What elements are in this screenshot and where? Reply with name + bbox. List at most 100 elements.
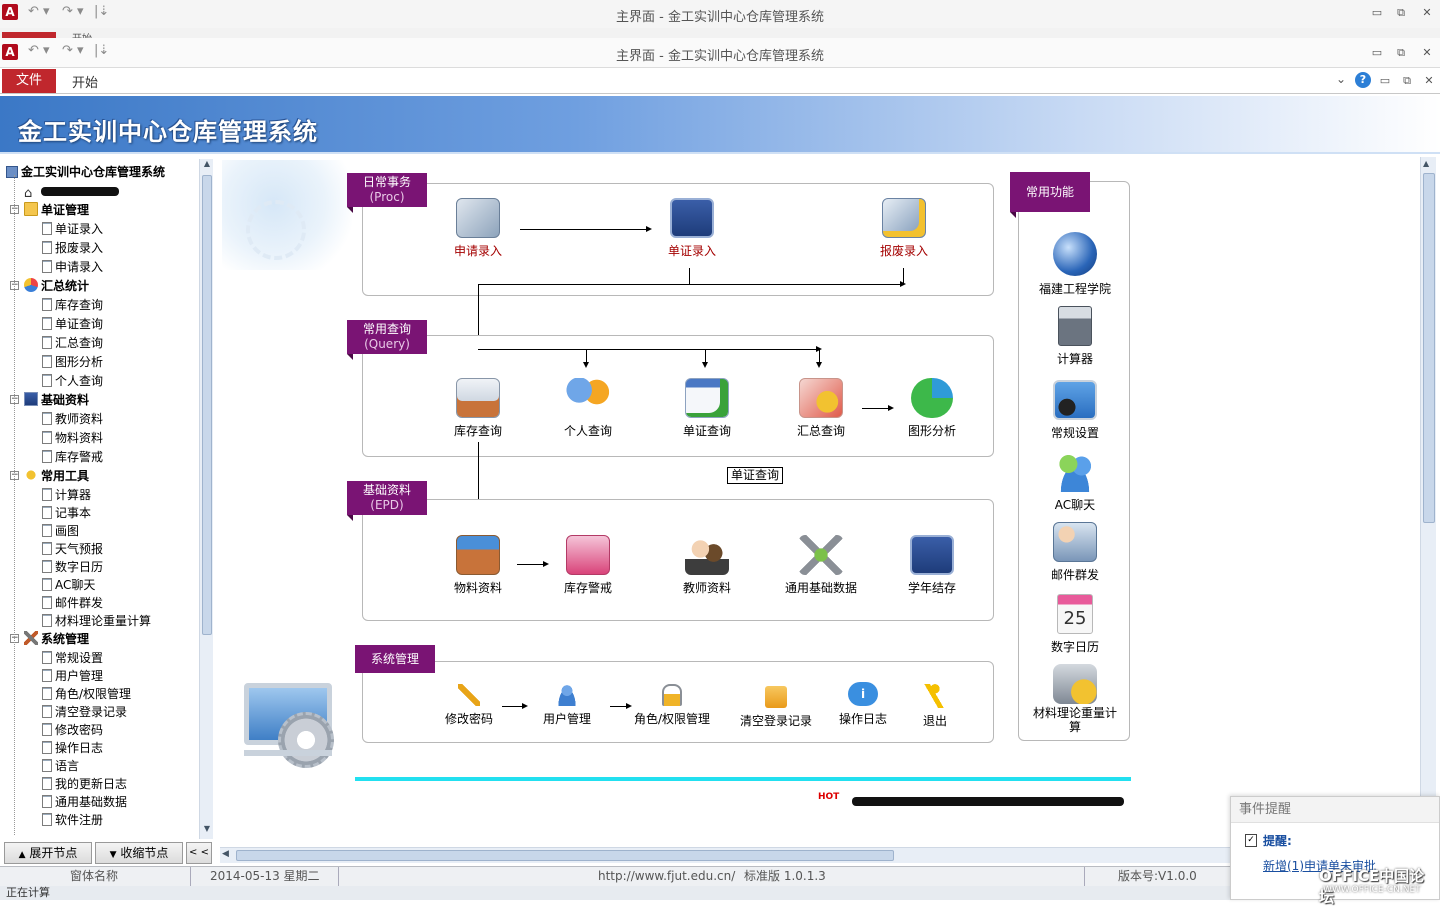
private-folder-icon — [566, 535, 610, 575]
main-horizontal-scrollbar[interactable]: ◀ — [220, 847, 1230, 863]
nav-item[interactable]: 通用基础数据 — [42, 793, 127, 811]
tile-fjut-website[interactable]: 福建工程学院 — [1020, 232, 1130, 297]
nav-item[interactable]: 计算器 — [42, 486, 91, 504]
hide-nav-button[interactable]: < < — [186, 842, 212, 864]
tile-label: 个人查询 — [563, 424, 612, 438]
nav-item[interactable]: 申请录入 — [42, 258, 103, 276]
ribbon-collapse-icon[interactable]: ⌄ — [1336, 72, 1347, 86]
nav-group-0[interactable]: 单证管理 — [24, 201, 89, 219]
tile-role-permission[interactable]: 角色/权限管理 — [630, 684, 714, 727]
nav-scroll-thumb[interactable] — [202, 175, 212, 635]
nav-group-4[interactable]: 系统管理 — [24, 630, 89, 648]
tile-year-end[interactable]: 学年结存 — [894, 535, 970, 596]
collapse-nodes-button[interactable]: ▼ 收缩节点 — [95, 842, 183, 864]
document-icon — [42, 741, 52, 754]
tile-label: 用户管理 — [542, 712, 591, 726]
nav-item[interactable]: 单证查询 — [42, 315, 103, 333]
nav-item[interactable]: 软件注册 — [42, 811, 103, 829]
teachers-icon — [685, 535, 729, 575]
tile-label: 学年结存 — [907, 581, 956, 595]
customize-qat-button[interactable]: |⇣ — [94, 43, 110, 58]
tile-clear-login[interactable]: 清空登录记录 — [734, 686, 818, 729]
tile-mass-mail[interactable]: 邮件群发 — [1020, 522, 1130, 583]
nav-item-home[interactable]: ⌂ — [24, 182, 119, 201]
nav-item[interactable]: 修改密码 — [42, 721, 103, 739]
nav-item-label: 库存警戒 — [55, 450, 104, 464]
nav-item[interactable]: 教师资料 — [42, 410, 103, 428]
tile-scrap-entry[interactable]: 报废录入 — [866, 198, 942, 259]
nav-root[interactable]: 金工实训中心仓库管理系统 — [6, 163, 165, 181]
tile-graph-analysis[interactable]: 图形分析 — [894, 378, 970, 439]
help-icon[interactable]: ? — [1355, 72, 1371, 88]
popup-message-link[interactable]: 新增(1)申请单未审批 — [1263, 859, 1376, 873]
nav-group-3[interactable]: 常用工具 — [24, 467, 89, 485]
main-scroll-thumb[interactable] — [1423, 173, 1435, 523]
tile-personal-query[interactable]: 个人查询 — [550, 378, 626, 439]
tile-user-management[interactable]: 用户管理 — [536, 684, 598, 727]
nav-item[interactable]: 库存警戒 — [42, 448, 103, 466]
nav-item-label: 画图 — [55, 524, 80, 538]
tile-operation-log[interactable]: i 操作日志 — [832, 682, 894, 727]
nav-item[interactable]: 报废录入 — [42, 239, 103, 257]
close-button[interactable]: ✕ — [1422, 46, 1432, 59]
nav-item[interactable]: 汇总查询 — [42, 334, 103, 352]
tile-voucher-entry[interactable]: 单证录入 — [654, 198, 730, 259]
main-vertical-scrollbar[interactable]: ▲ — [1420, 157, 1436, 847]
nav-item[interactable]: 图形分析 — [42, 353, 103, 371]
nav-item[interactable]: 物料资料 — [42, 429, 103, 447]
nav-item[interactable]: 个人查询 — [42, 372, 103, 390]
nav-item[interactable]: 邮件群发 — [42, 594, 103, 612]
nav-item[interactable]: AC聊天 — [42, 576, 95, 594]
tile-digital-calendar[interactable]: 25 数字日历 — [1020, 594, 1130, 655]
event-reminder-popup[interactable]: 事件提醒 ✓ 提醒: 新增(1)申请单未审批 OFFICE中国论坛 WWW.OF… — [1230, 796, 1440, 906]
tab-home[interactable]: 开始 — [72, 76, 99, 91]
nav-scrollbar[interactable]: ▲ ▼ — [199, 159, 213, 839]
scroll-down-icon[interactable]: ▼ — [203, 824, 211, 833]
restore-button[interactable]: ⧉ — [1397, 46, 1405, 59]
nav-item[interactable]: 角色/权限管理 — [42, 685, 131, 703]
nav-item[interactable]: 天气预报 — [42, 540, 103, 558]
tile-ac-chat[interactable]: AC聊天 — [1020, 452, 1130, 513]
nav-group-2[interactable]: 基础资料 — [24, 391, 89, 409]
tile-material-weight-calc[interactable]: 材料理论重量计算 — [1020, 664, 1130, 734]
redo-button[interactable]: ↷ ▾ — [62, 43, 84, 58]
undo-button[interactable]: ↶ ▾ — [28, 43, 50, 58]
tile-stock-query[interactable]: 库存查询 — [440, 378, 516, 439]
nav-item[interactable]: 数字日历 — [42, 558, 103, 576]
nav-item[interactable]: 画图 — [42, 522, 79, 540]
nav-item[interactable]: 我的更新日志 — [42, 775, 127, 793]
tile-voucher-query[interactable]: 单证查询 — [669, 378, 745, 439]
expand-nodes-button[interactable]: ▲ 展开节点 — [4, 842, 92, 864]
nav-item[interactable]: 清空登录记录 — [42, 703, 127, 721]
tile-summary-query[interactable]: 汇总查询 — [783, 378, 859, 439]
doc-minimize-button[interactable]: ▭ — [1379, 74, 1391, 87]
doc-restore-button[interactable]: ⧉ — [1403, 74, 1411, 87]
nav-item[interactable]: 单证录入 — [42, 220, 103, 238]
tile-common-data[interactable]: 通用基础数据 — [776, 535, 866, 596]
tab-file[interactable]: 文件 — [2, 69, 56, 93]
scroll-up-icon[interactable]: ▲ — [1423, 159, 1430, 168]
nav-item[interactable]: 库存查询 — [42, 296, 103, 314]
nav-item[interactable]: 操作日志 — [42, 739, 103, 757]
nav-item[interactable]: 材料理论重量计算 — [42, 612, 151, 630]
tile-teacher-data[interactable]: 教师资料 — [669, 535, 745, 596]
nav-item[interactable]: 语言 — [42, 757, 79, 775]
nav-item[interactable]: 记事本 — [42, 504, 91, 522]
tile-general-settings[interactable]: 常规设置 — [1020, 380, 1130, 441]
doc-close-button[interactable]: ✕ — [1424, 74, 1434, 87]
tile-exit[interactable]: 退出 — [914, 684, 956, 729]
nav-item[interactable]: 常规设置 — [42, 649, 103, 667]
tile-label: AC聊天 — [1054, 498, 1096, 512]
tag-fold — [1010, 212, 1016, 218]
tile-calculator[interactable]: 计算器 — [1020, 306, 1130, 367]
tile-apply-entry[interactable]: 申请录入 — [440, 198, 516, 259]
tile-stock-alert[interactable]: 库存警戒 — [550, 535, 626, 596]
main-hscroll-thumb[interactable] — [236, 850, 894, 861]
nav-group-1[interactable]: 汇总统计 — [24, 277, 89, 295]
tile-change-password[interactable]: 修改密码 — [436, 684, 502, 727]
nav-item[interactable]: 用户管理 — [42, 667, 103, 685]
tile-material-data[interactable]: 物料资料 — [440, 535, 516, 596]
scroll-left-icon[interactable]: ◀ — [222, 849, 229, 859]
minimize-button[interactable]: ▭ — [1371, 46, 1383, 59]
scroll-up-icon[interactable]: ▲ — [203, 159, 211, 168]
